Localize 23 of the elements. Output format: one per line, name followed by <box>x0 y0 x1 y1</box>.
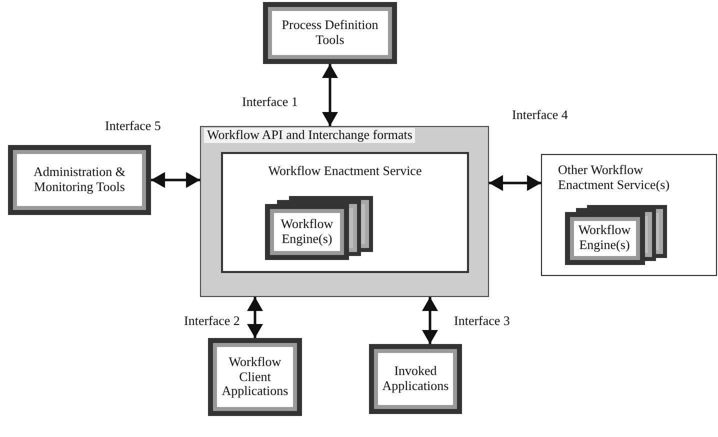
double-arrow <box>322 64 338 126</box>
box-label: Workflow Engine(s) <box>578 223 631 253</box>
double-arrow <box>247 297 263 338</box>
box-label: Process Definition Tools <box>280 18 380 48</box>
application-box <box>208 338 302 416</box>
application-box <box>369 344 462 414</box>
box-label: Administration & Monitoring Tools <box>32 165 127 195</box>
heading: Other Workflow Enactment Service(s) <box>558 163 671 193</box>
service-box <box>541 154 717 276</box>
tool-box <box>8 145 151 215</box>
engine-box <box>265 204 349 260</box>
double-arrow <box>489 175 541 191</box>
heading: Workflow API and Interchange formats <box>204 128 416 143</box>
process-box <box>263 2 397 64</box>
double-arrow <box>422 297 438 344</box>
heading: Workflow Enactment Service <box>267 164 423 179</box>
box-label: Workflow Client Applications <box>222 354 288 400</box>
box-label: Workflow Engine(s) <box>280 217 334 247</box>
service-box <box>221 152 469 273</box>
box-label: Invoked Applications <box>382 364 449 394</box>
double-arrow <box>151 172 200 188</box>
container-box <box>200 126 489 297</box>
engine-box <box>564 212 644 264</box>
